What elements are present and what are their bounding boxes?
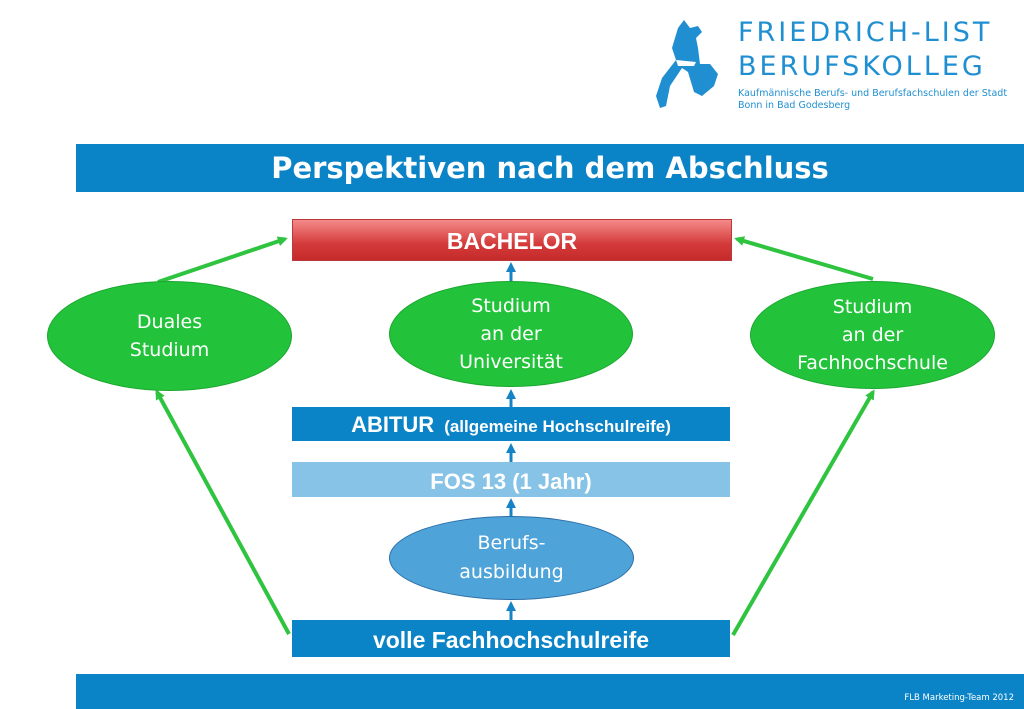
- duales-studium-ellipse: Duales Studium: [47, 281, 292, 391]
- fos-box: FOS 13 (1 Jahr): [292, 462, 730, 497]
- logo-title-line1: FRIEDRICH-LIST: [738, 17, 993, 48]
- school-logo: FRIEDRICH-LIST BERUFSKOLLEG Kaufmännisch…: [652, 12, 1022, 122]
- ellipse-line: an der: [841, 324, 904, 346]
- ellipse-line: Studium: [471, 295, 551, 317]
- bachelor-box: BACHELOR: [292, 219, 732, 261]
- abitur-sublabel: (allgemeine Hochschulreife): [444, 417, 671, 436]
- ellipse-line: an der: [480, 323, 542, 345]
- ellipse-line: Universität: [459, 351, 563, 373]
- logo-subtitle: Kaufmännische Berufs- und Berufsfachschu…: [738, 88, 1008, 111]
- ellipse-line: Studium: [129, 339, 210, 361]
- studium-universitaet-ellipse: Studium an der Universität: [389, 281, 633, 387]
- ellipse-line: Duales: [136, 311, 203, 333]
- ellipse-line: Fachhochschule: [797, 352, 948, 374]
- arrow-dual-to-bachelor: [157, 236, 288, 284]
- footer-bar: FLB Marketing-Team 2012: [76, 674, 1024, 709]
- ellipse-line: Studium: [832, 296, 913, 318]
- abitur-label: ABITUR: [351, 412, 435, 437]
- page-title: Perspektiven nach dem Abschluss: [76, 144, 1024, 192]
- arrow-fhr-to-fh: [731, 389, 875, 636]
- arrow-fhr-to-dual: [155, 389, 291, 635]
- logo-title-line2: BERUFSKOLLEG: [738, 51, 986, 82]
- arrow-fh-to-bachelor: [734, 236, 874, 281]
- studium-fachhochschule-ellipse: Studium an der Fachhochschule: [750, 281, 995, 389]
- abitur-box: ABITUR (allgemeine Hochschulreife): [292, 407, 730, 441]
- ellipse-line: ausbildung: [459, 561, 564, 583]
- logo-mark-icon: [656, 20, 718, 108]
- fachhochschulreife-box: volle Fachhochschulreife: [292, 620, 730, 657]
- berufsausbildung-ellipse: Berufs- ausbildung: [389, 516, 634, 600]
- footer-credit: FLB Marketing-Team 2012: [904, 693, 1014, 703]
- ellipse-line: Berufs-: [477, 532, 546, 554]
